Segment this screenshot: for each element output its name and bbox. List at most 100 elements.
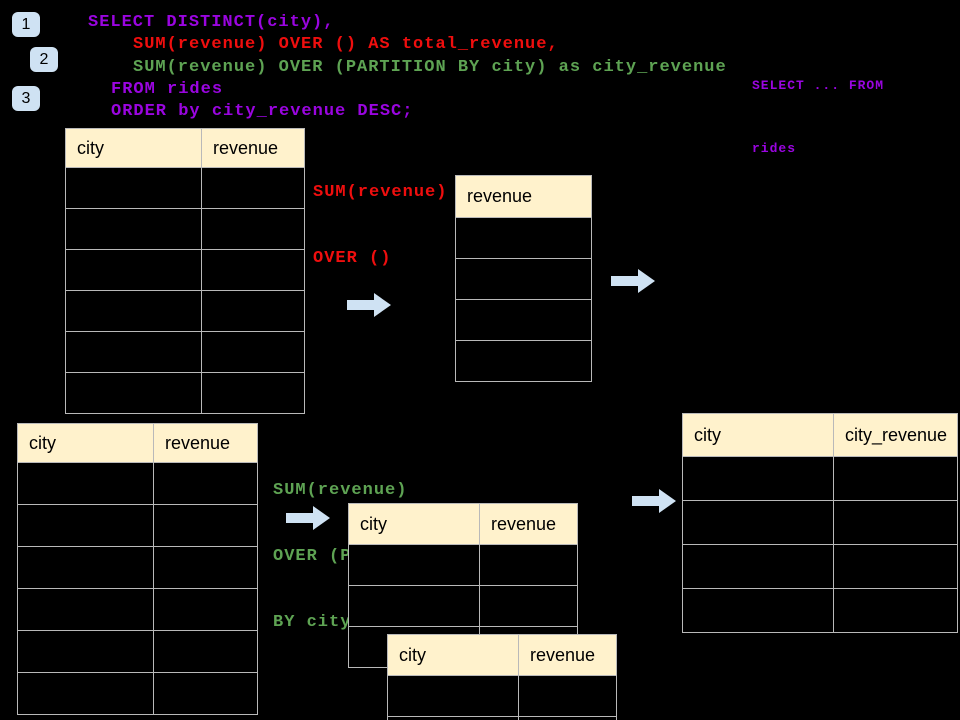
arrow-right-icon: [286, 505, 331, 531]
table-row: [65, 249, 305, 291]
step-badge-3-label: 3: [21, 89, 31, 107]
column-header-city: city: [387, 634, 519, 676]
column-header-city: city: [682, 413, 834, 457]
column-header-revenue: revenue: [153, 423, 258, 463]
annotation-total-line-1: SUM(revenue): [313, 183, 448, 202]
column-header-city_revenue: city_revenue: [833, 413, 958, 457]
table-row: [17, 672, 258, 715]
empty-cell: [348, 544, 480, 586]
side-note-select-from-rides: SELECT ... FROM rides: [752, 33, 884, 201]
step-badge-1: 1: [12, 12, 40, 37]
empty-cell: [153, 504, 258, 547]
column-header-city: city: [65, 128, 202, 168]
table-row: [17, 588, 258, 631]
empty-cell: [17, 672, 154, 715]
column-header-revenue: revenue: [201, 128, 305, 168]
table-row: [387, 716, 617, 720]
empty-cell: [518, 716, 617, 720]
empty-cell: [833, 456, 958, 501]
step-badge-3: 3: [12, 86, 40, 111]
column-header-revenue: revenue: [518, 634, 617, 676]
empty-cell: [17, 588, 154, 631]
sql-line-from: FROM rides: [111, 80, 224, 99]
column-header-revenue: revenue: [455, 175, 592, 218]
column-header-city: city: [17, 423, 154, 463]
table-row: [65, 331, 305, 373]
table-row: [682, 456, 958, 501]
empty-cell: [479, 585, 578, 627]
empty-cell: [65, 208, 202, 250]
table-row: [348, 585, 578, 627]
empty-cell: [153, 462, 258, 505]
empty-cell: [455, 217, 592, 259]
empty-cell: [201, 167, 305, 209]
step-badge-2: 2: [30, 47, 58, 72]
empty-cell: [387, 675, 519, 717]
table-row: [455, 299, 592, 341]
empty-cell: [65, 331, 202, 373]
empty-cell: [455, 340, 592, 382]
sql-line-order-by: ORDER by city_revenue DESC;: [111, 102, 414, 121]
empty-cell: [17, 546, 154, 589]
table-header-row: revenue: [455, 175, 592, 218]
empty-cell: [201, 290, 305, 332]
column-header-revenue: revenue: [479, 503, 578, 545]
annotation-partition-line-1: SUM(revenue): [273, 481, 408, 500]
empty-cell: [65, 290, 202, 332]
empty-cell: [479, 544, 578, 586]
empty-cell: [682, 456, 834, 501]
table-row: [455, 340, 592, 382]
table-row: [348, 544, 578, 586]
empty-cell: [201, 372, 305, 414]
empty-cell: [65, 249, 202, 291]
sql-line-sum-partition: SUM(revenue) OVER (PARTITION BY city) as…: [133, 58, 727, 77]
empty-cell: [833, 500, 958, 545]
empty-cell: [201, 331, 305, 373]
empty-cell: [387, 716, 519, 720]
empty-cell: [17, 504, 154, 547]
arrow-right-icon: [611, 268, 656, 294]
column-header-city: city: [348, 503, 480, 545]
table-row: [17, 462, 258, 505]
table-row: [17, 630, 258, 673]
table-total-revenue-result: revenue: [455, 175, 592, 382]
empty-cell: [65, 167, 202, 209]
table-row: [682, 588, 958, 633]
arrow-right-icon: [347, 292, 392, 318]
empty-cell: [455, 258, 592, 300]
empty-cell: [17, 630, 154, 673]
empty-cell: [17, 462, 154, 505]
empty-cell: [201, 249, 305, 291]
step-badge-2-label: 2: [39, 50, 49, 68]
sql-line-select: SELECT DISTINCT(city),: [88, 13, 335, 32]
empty-cell: [153, 630, 258, 673]
empty-cell: [518, 675, 617, 717]
annotation-sum-over-total: SUM(revenue) OVER (): [313, 138, 447, 314]
annotation-total-line-2: OVER (): [313, 249, 392, 268]
table-row: [455, 217, 592, 259]
table-row: [65, 372, 305, 414]
empty-cell: [833, 544, 958, 589]
arrow-right-icon: [632, 488, 677, 514]
empty-cell: [682, 588, 834, 633]
side-note-line-1: SELECT ... FROM: [752, 78, 885, 93]
table-row: [682, 544, 958, 589]
table-row: [387, 675, 617, 717]
empty-cell: [153, 546, 258, 589]
empty-cell: [833, 588, 958, 633]
empty-cell: [153, 588, 258, 631]
empty-cell: [682, 500, 834, 545]
empty-cell: [348, 585, 480, 627]
table-row: [682, 500, 958, 545]
sql-line-sum-over: SUM(revenue) OVER () AS total_revenue,: [133, 35, 559, 54]
table-row: [17, 546, 258, 589]
